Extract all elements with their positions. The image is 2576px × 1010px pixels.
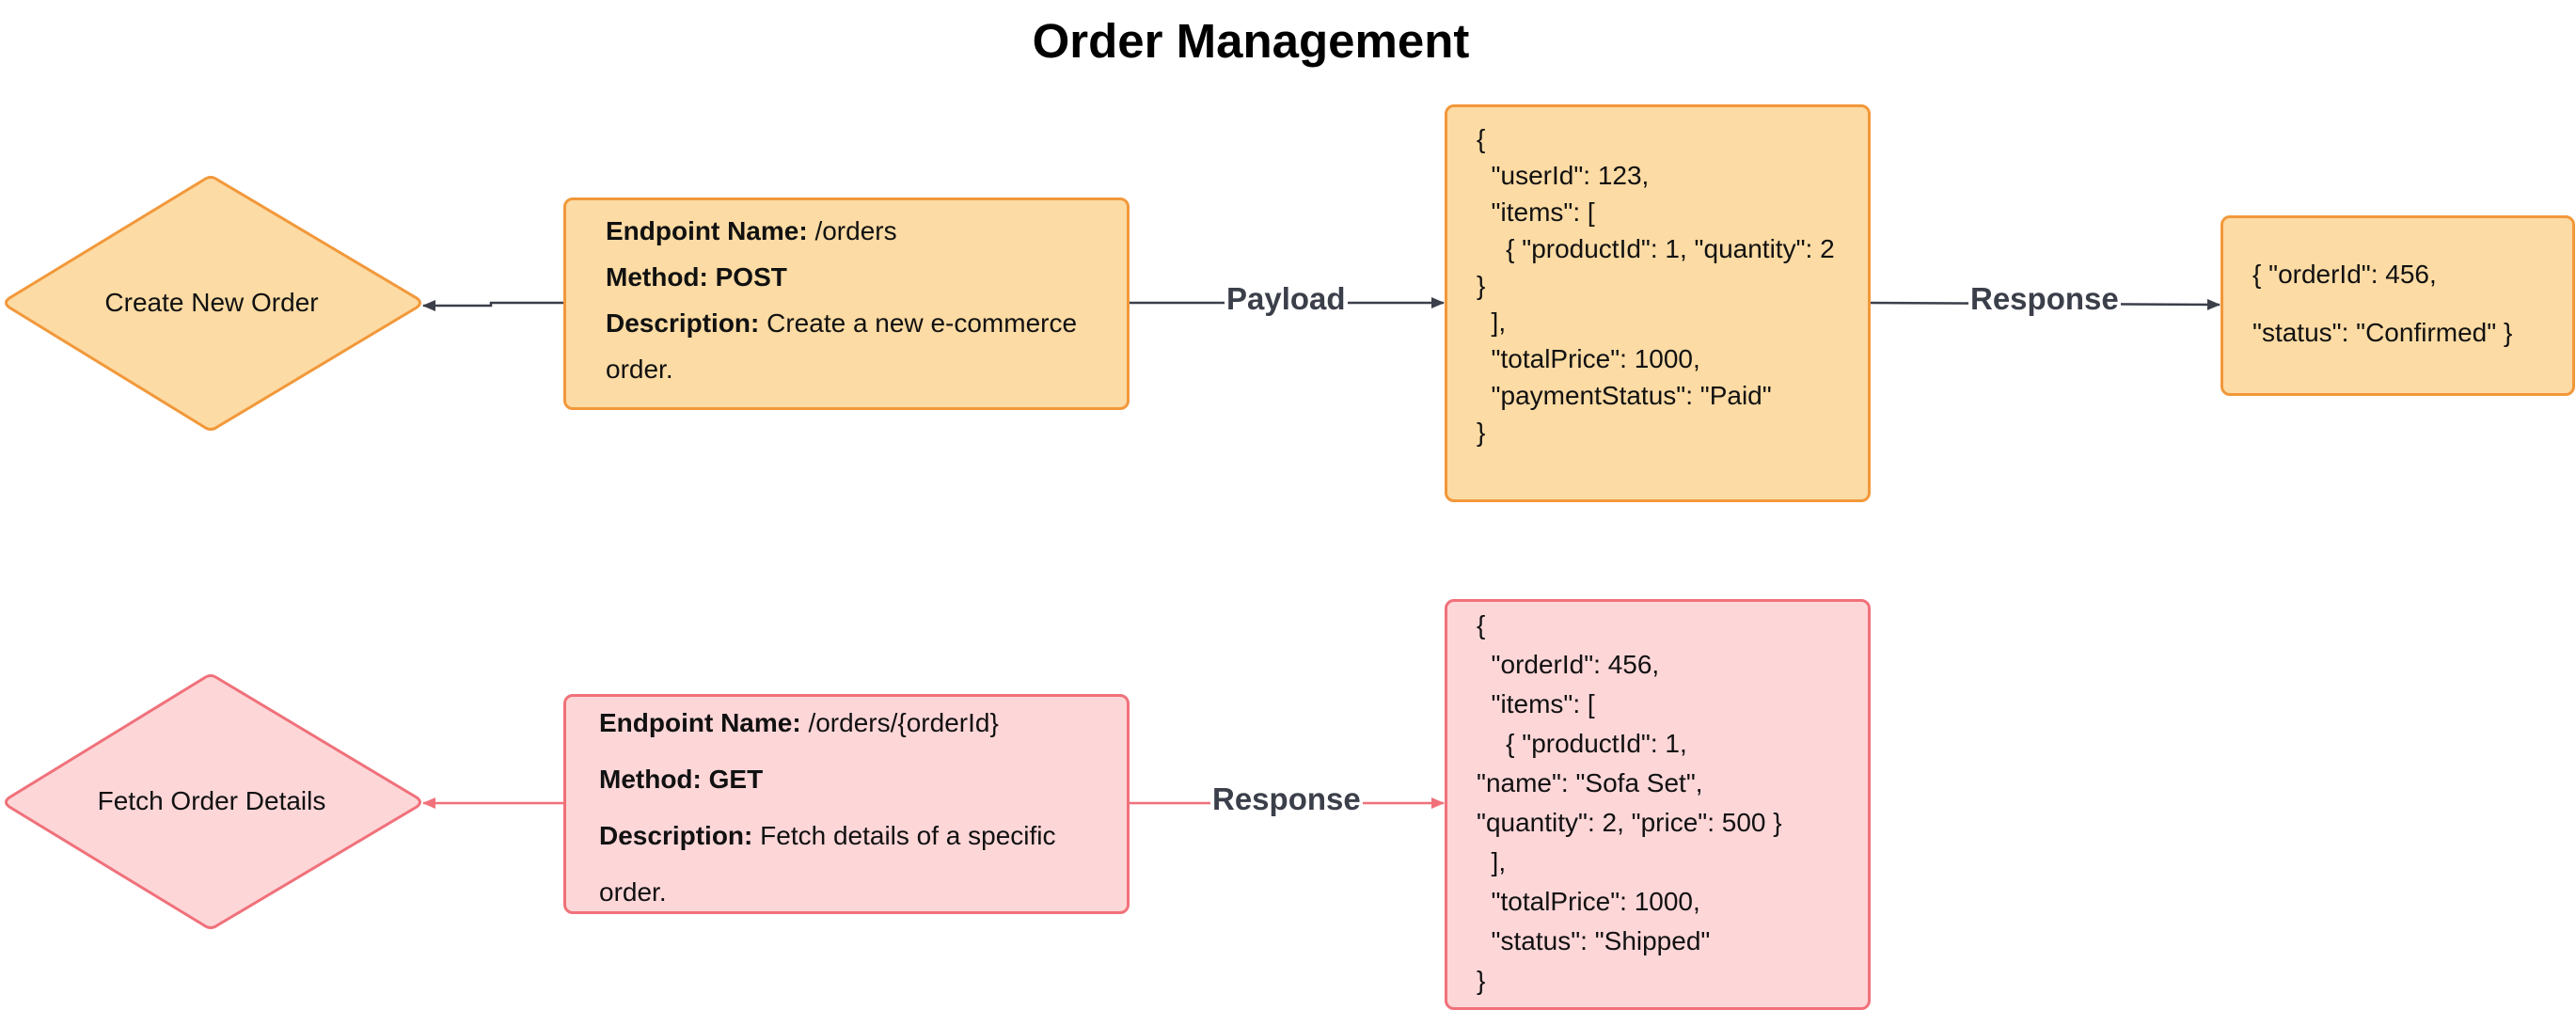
create-new-order-label: Create New Order xyxy=(104,288,319,317)
json-line: "totalPrice": 1000, xyxy=(1477,344,1700,373)
description-label: Description: xyxy=(599,821,753,850)
description-row: Description: Create a new e-commerce xyxy=(606,308,1077,339)
description-label: Description: xyxy=(606,308,760,338)
diagram-title: Order Management xyxy=(1032,14,1470,68)
endpoint-name-value: /orders/{orderId} xyxy=(800,708,999,737)
endpoint-name-row: Endpoint Name: /orders xyxy=(606,216,897,246)
description-line-1: Create a new e-commerce xyxy=(759,308,1078,338)
endpoint-to-create-diamond-arrow xyxy=(422,300,564,311)
create-order-endpoint-box: Endpoint Name: /orders Method: POST Desc… xyxy=(563,197,1130,410)
json-line: } xyxy=(1477,966,1486,995)
fetch-order-response-json-box: { "orderId": 456, "items": [ { "productI… xyxy=(1445,599,1871,1010)
description-line-1: Fetch details of a specific xyxy=(752,821,1056,850)
json-line: "quantity": 2, "price": 500 } xyxy=(1477,808,1782,837)
json-line: ], xyxy=(1477,308,1507,337)
fetch-order-diamond-shape xyxy=(5,674,421,929)
method-row: Method: POST xyxy=(606,262,787,292)
create-order-request-json-box: { "userId": 123, "items": [ { "productId… xyxy=(1445,104,1871,502)
endpoint-name-label: Endpoint Name: xyxy=(599,708,801,737)
json-line: "status": "Shipped" xyxy=(1477,926,1711,955)
json-line: "items": [ xyxy=(1477,197,1595,227)
json-line: { "orderId": 456, xyxy=(2252,260,2437,289)
fetch-response-label: Response xyxy=(1210,781,1363,817)
endpoint-name-label: Endpoint Name: xyxy=(606,216,808,245)
json-line: "totalPrice": 1000, xyxy=(1477,887,1700,916)
json-line: "userId": 123, xyxy=(1477,161,1650,190)
create-order-diamond-shape xyxy=(5,176,421,431)
json-line: "items": [ xyxy=(1477,689,1595,718)
description-line-2: order. xyxy=(599,877,667,907)
json-line: { "productId": 1, xyxy=(1477,729,1687,758)
create-order-response-box: { "orderId": 456, "status": "Confirmed" … xyxy=(2220,215,2575,396)
description-row: Description: Fetch details of a specific xyxy=(599,821,1056,851)
json-line: } xyxy=(1477,271,1486,300)
endpoint-name-value: /orders xyxy=(807,216,897,245)
fetch-order-endpoint-box: Endpoint Name: /orders/{orderId} Method:… xyxy=(563,694,1130,914)
json-line: } xyxy=(1477,418,1486,447)
description-line-2: order. xyxy=(606,355,673,384)
json-line: "status": "Confirmed" } xyxy=(2252,318,2513,347)
json-line: ], xyxy=(1477,847,1507,876)
json-line: { xyxy=(1477,124,1486,153)
create-response-label: Response xyxy=(1968,281,2121,317)
fetch-order-details-label: Fetch Order Details xyxy=(97,786,326,815)
json-line: "orderId": 456, xyxy=(1477,650,1660,679)
json-line: "name": "Sofa Set", xyxy=(1477,768,1703,797)
json-line: { xyxy=(1477,610,1486,639)
payload-label: Payload xyxy=(1225,281,1348,317)
json-line: "paymentStatus": "Paid" xyxy=(1477,381,1772,410)
method-row: Method: GET xyxy=(599,765,763,795)
endpoint-name-row: Endpoint Name: /orders/{orderId} xyxy=(599,708,999,738)
json-line: { "productId": 1, "quantity": 2 xyxy=(1477,234,1835,263)
method-label: Method: POST xyxy=(606,262,787,292)
method-label: Method: GET xyxy=(599,765,764,794)
